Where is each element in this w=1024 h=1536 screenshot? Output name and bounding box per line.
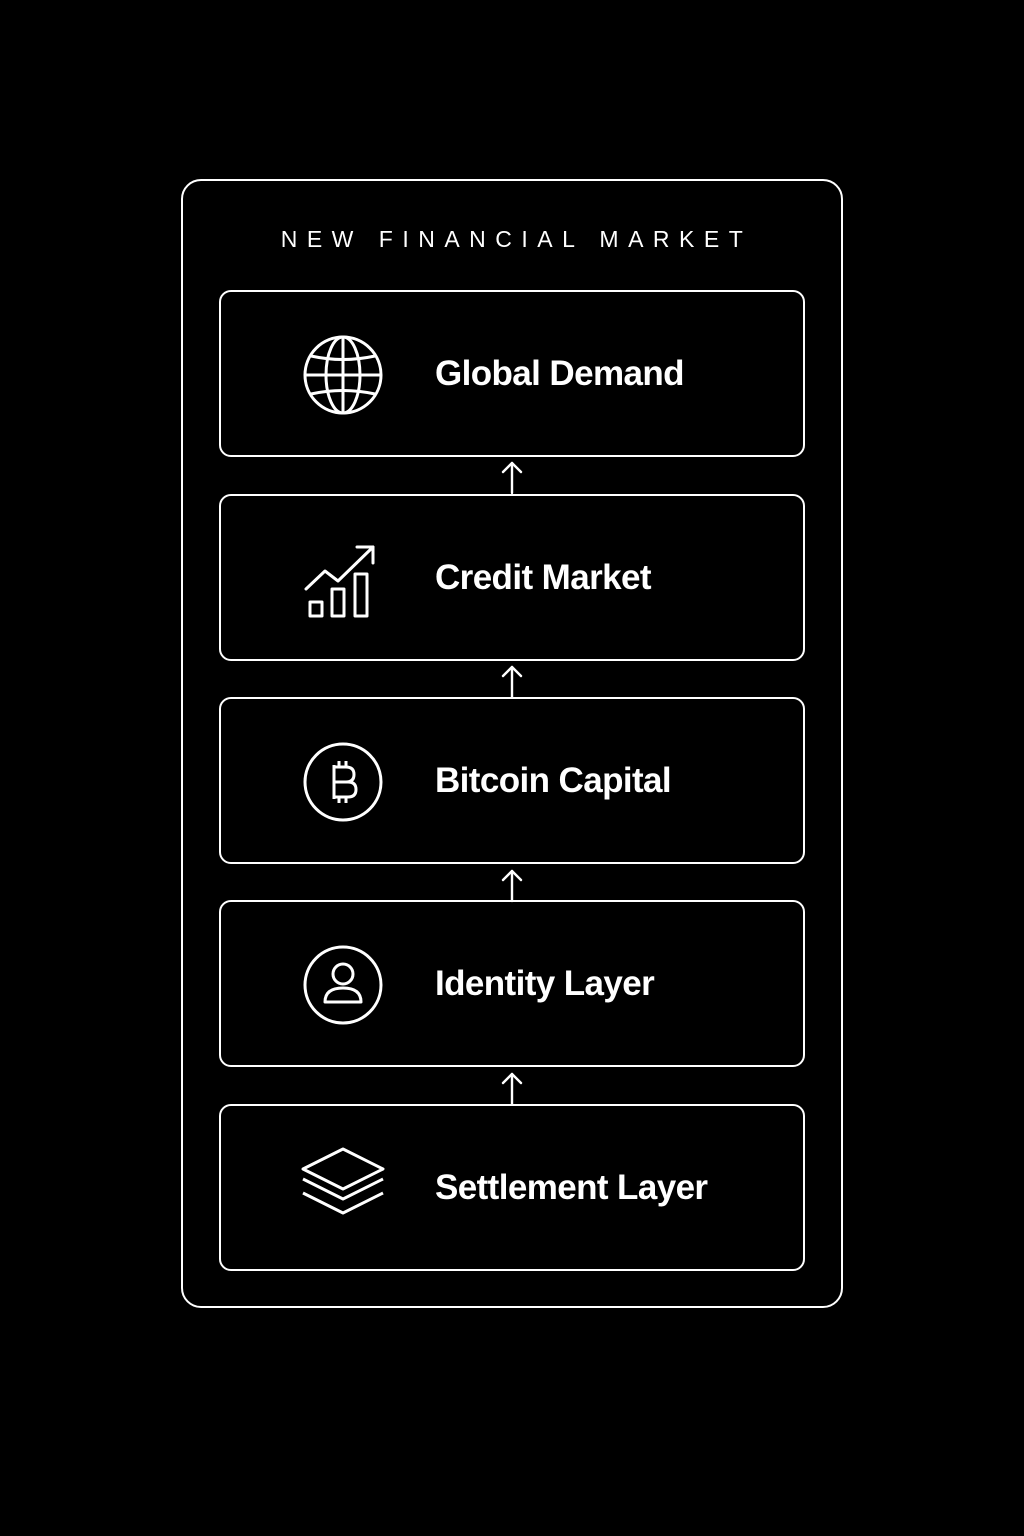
user-circle-icon	[301, 943, 385, 1027]
layer-label: Settlement Layer	[435, 1168, 708, 1207]
layer-label: Identity Layer	[435, 964, 655, 1003]
layer-settlement: Settlement Layer	[219, 1104, 805, 1271]
layer-credit-market: Credit Market	[219, 494, 805, 661]
market-frame	[181, 179, 843, 1308]
layer-global-demand: Global Demand	[219, 290, 805, 457]
globe-icon	[301, 333, 385, 417]
bitcoin-icon	[301, 740, 385, 824]
layer-label: Global Demand	[435, 354, 685, 393]
diagram-title: NEW FINANCIAL MARKET	[280, 226, 753, 252]
chart-growth-icon	[301, 537, 385, 621]
up-arrow-icon	[500, 866, 524, 903]
layer-label: Bitcoin Capital	[435, 761, 672, 800]
up-arrow-icon	[500, 458, 524, 495]
up-arrow-icon	[500, 1069, 524, 1106]
layers-stack-icon	[301, 1147, 385, 1231]
up-arrow-icon	[500, 662, 524, 699]
layer-label: Credit Market	[435, 558, 651, 597]
layer-identity: Identity Layer	[219, 900, 805, 1067]
layer-bitcoin-capital: Bitcoin Capital	[219, 697, 805, 864]
